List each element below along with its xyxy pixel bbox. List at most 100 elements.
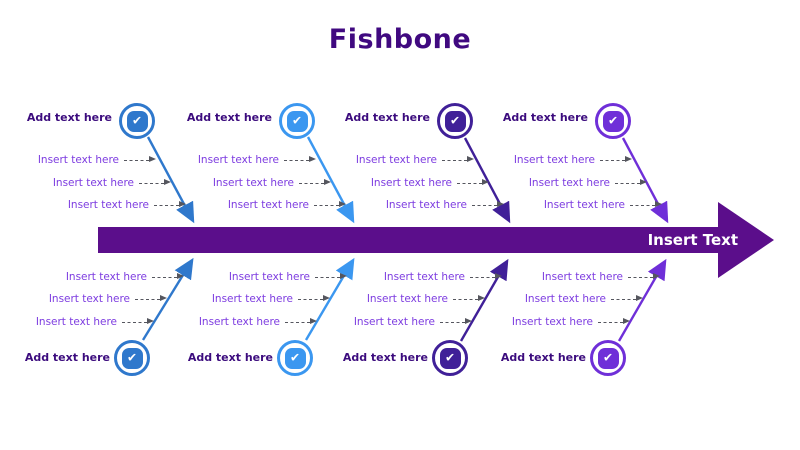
check-icon: ✔ xyxy=(449,113,461,128)
branch-label[interactable]: Add text here xyxy=(344,111,430,124)
check-icon: ✔ xyxy=(126,350,138,365)
cause-row: Insert text here xyxy=(211,292,330,306)
spine-arrow-head[interactable] xyxy=(718,202,774,278)
branch-label[interactable]: Add text here xyxy=(502,111,588,124)
cause-row: Insert text here xyxy=(543,198,662,212)
cause-row: Insert text here xyxy=(52,176,171,190)
cause-label[interactable]: Insert text here xyxy=(353,316,435,328)
dashed-arrow-icon xyxy=(630,201,662,207)
cause-label[interactable]: Insert text here xyxy=(370,177,452,189)
cause-label[interactable]: Insert text here xyxy=(212,177,294,189)
dashed-arrow-icon xyxy=(285,318,317,324)
check-circle[interactable]: ✔ xyxy=(277,340,313,376)
dashed-arrow-icon xyxy=(611,295,643,301)
dashed-arrow-icon xyxy=(154,201,186,207)
dashed-arrow-icon xyxy=(139,179,171,185)
cause-label[interactable]: Insert text here xyxy=(383,271,465,283)
cause-row: Insert text here xyxy=(37,153,156,167)
cause-label[interactable]: Insert text here xyxy=(37,154,119,166)
dashed-arrow-icon xyxy=(152,273,184,279)
cause-label[interactable]: Insert text here xyxy=(528,177,610,189)
dashed-arrow-icon xyxy=(453,295,485,301)
cause-label[interactable]: Insert text here xyxy=(541,271,623,283)
check-circle[interactable]: ✔ xyxy=(279,103,315,139)
cause-row: Insert text here xyxy=(212,176,331,190)
cause-row: Insert text here xyxy=(355,153,474,167)
dashed-arrow-icon xyxy=(442,156,474,162)
branch-label[interactable]: Add text here xyxy=(26,111,112,124)
branch-top-3: Add text here ✔ Insert text here Insert … xyxy=(344,100,518,222)
check-icon: ✔ xyxy=(291,113,303,128)
cause-label[interactable]: Insert text here xyxy=(227,199,309,211)
dashed-arrow-icon xyxy=(314,201,346,207)
dashed-arrow-icon xyxy=(284,156,316,162)
branch-bottom-3: Insert text here Insert text here Insert… xyxy=(342,268,516,390)
dashed-arrow-icon xyxy=(440,318,472,324)
check-disc: ✔ xyxy=(602,110,624,132)
check-circle[interactable]: ✔ xyxy=(119,103,155,139)
branch-label[interactable]: Add text here xyxy=(342,351,428,364)
check-disc: ✔ xyxy=(284,347,306,369)
spine-text[interactable]: Insert Text xyxy=(647,231,738,249)
check-icon: ✔ xyxy=(131,113,143,128)
branch-bottom-4: Insert text here Insert text here Insert… xyxy=(500,268,674,390)
branch-top-4: Add text here ✔ Insert text here Insert … xyxy=(502,100,676,222)
check-disc: ✔ xyxy=(439,347,461,369)
cause-label[interactable]: Insert text here xyxy=(524,293,606,305)
dashed-arrow-icon xyxy=(122,318,154,324)
cause-label[interactable]: Insert text here xyxy=(65,271,147,283)
dashed-arrow-icon xyxy=(124,156,156,162)
cause-label[interactable]: Insert text here xyxy=(48,293,130,305)
cause-label[interactable]: Insert text here xyxy=(67,199,149,211)
cause-label[interactable]: Insert text here xyxy=(228,271,310,283)
cause-label[interactable]: Insert text here xyxy=(513,154,595,166)
check-disc: ✔ xyxy=(126,110,148,132)
cause-row: Insert text here xyxy=(65,270,184,284)
cause-label[interactable]: Insert text here xyxy=(366,293,448,305)
branch-label[interactable]: Add text here xyxy=(186,111,272,124)
cause-label[interactable]: Insert text here xyxy=(35,316,117,328)
cause-label[interactable]: Insert text here xyxy=(198,316,280,328)
cause-label[interactable]: Insert text here xyxy=(355,154,437,166)
dashed-arrow-icon xyxy=(315,273,347,279)
page-title[interactable]: Fishbone xyxy=(328,24,472,55)
branch-bottom-2: Insert text here Insert text here Insert… xyxy=(187,268,361,390)
branch-bottom-1: Insert text here Insert text here Insert… xyxy=(24,268,198,390)
branch-label[interactable]: Add text here xyxy=(187,351,273,364)
check-icon: ✔ xyxy=(444,350,456,365)
check-circle[interactable]: ✔ xyxy=(590,340,626,376)
check-disc: ✔ xyxy=(597,347,619,369)
check-icon: ✔ xyxy=(289,350,301,365)
check-disc: ✔ xyxy=(444,110,466,132)
check-circle[interactable]: ✔ xyxy=(114,340,150,376)
cause-label[interactable]: Insert text here xyxy=(211,293,293,305)
branch-label[interactable]: Add text here xyxy=(500,351,586,364)
cause-row: Insert text here xyxy=(228,270,347,284)
cause-row: Insert text here xyxy=(528,176,647,190)
cause-row: Insert text here xyxy=(198,315,317,329)
branch-top-1: Add text here ✔ Insert text here Insert … xyxy=(26,100,200,222)
cause-label[interactable]: Insert text here xyxy=(385,199,467,211)
cause-label[interactable]: Insert text here xyxy=(52,177,134,189)
check-circle[interactable]: ✔ xyxy=(437,103,473,139)
cause-row: Insert text here xyxy=(227,198,346,212)
dashed-arrow-icon xyxy=(628,273,660,279)
check-circle[interactable]: ✔ xyxy=(432,340,468,376)
dashed-arrow-icon xyxy=(615,179,647,185)
cause-label[interactable]: Insert text here xyxy=(543,199,625,211)
check-circle[interactable]: ✔ xyxy=(595,103,631,139)
cause-row: Insert text here xyxy=(513,153,632,167)
dashed-arrow-icon xyxy=(135,295,167,301)
cause-label[interactable]: Insert text here xyxy=(197,154,279,166)
check-icon: ✔ xyxy=(607,113,619,128)
dashed-arrow-icon xyxy=(299,179,331,185)
cause-row: Insert text here xyxy=(366,292,485,306)
cause-row: Insert text here xyxy=(353,315,472,329)
cause-row: Insert text here xyxy=(541,270,660,284)
dashed-arrow-icon xyxy=(600,156,632,162)
cause-row: Insert text here xyxy=(383,270,502,284)
cause-label[interactable]: Insert text here xyxy=(511,316,593,328)
branch-label[interactable]: Add text here xyxy=(24,351,110,364)
spine-arrow-shaft[interactable] xyxy=(98,227,720,253)
